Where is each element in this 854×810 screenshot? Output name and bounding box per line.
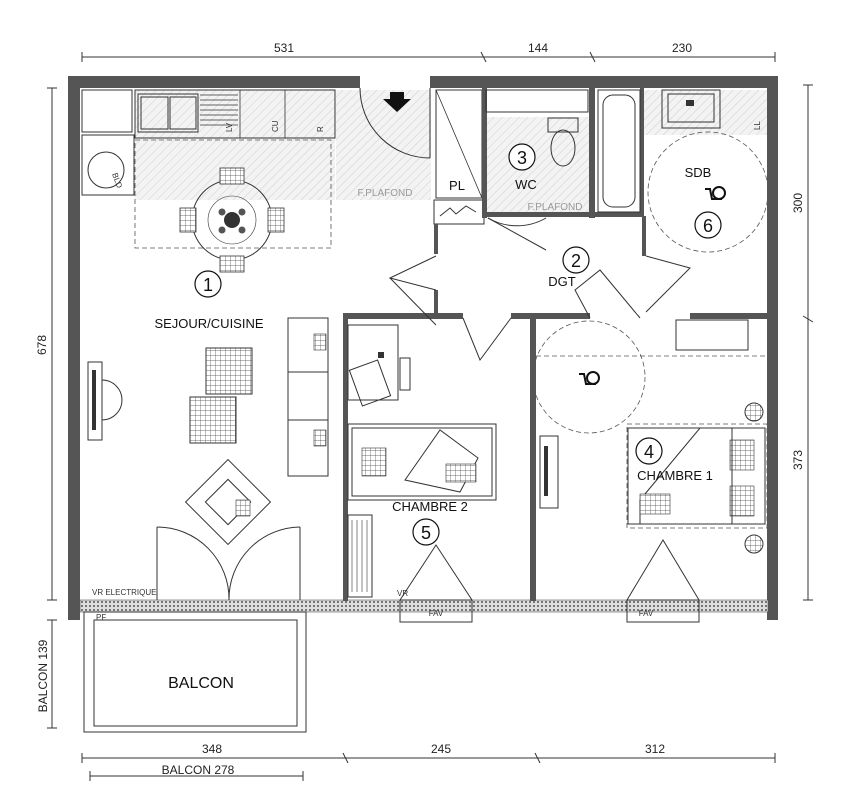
dimension-bottom: 348 245 312 BALCON 278 <box>81 742 776 781</box>
chambre1-furniture <box>532 319 768 554</box>
sejour-furniture <box>87 317 329 546</box>
kitchen-cu-label: CU <box>271 120 280 132</box>
dim-left-total: 678 <box>35 335 49 355</box>
dim-bottom-1: 348 <box>202 742 222 756</box>
dim-balcony-width: BALCON 278 <box>162 763 235 777</box>
entrance-arrow-icon <box>383 92 411 112</box>
vr-label-chambre2: VR <box>397 589 408 598</box>
dim-right-upper: 300 <box>791 193 805 213</box>
wc-name: WC <box>515 177 537 192</box>
kitchen-r-label: R <box>316 126 325 132</box>
fav-label-chambre1: FAV <box>639 609 654 618</box>
dgt-number: 2 <box>571 251 581 271</box>
doors <box>156 87 700 601</box>
sejour-name: SEJOUR/CUISINE <box>154 316 263 331</box>
accessibility-icon <box>579 371 600 385</box>
dim-top-2: 144 <box>528 41 548 55</box>
pl-label: PL <box>449 178 465 193</box>
chambre2-furniture <box>347 324 497 598</box>
vr-electrique-label: VR ELECTRIQUE <box>92 588 156 597</box>
dim-left-balcony: BALCON 139 <box>36 639 50 712</box>
south-wall <box>79 599 769 613</box>
entrance-fplafond: F.PLAFOND <box>357 188 412 199</box>
sdb-ll-label: LL <box>753 121 762 130</box>
balcony: BALCON PF VR ELECTRIQUE FAV FAV VR <box>83 588 700 733</box>
dim-bottom-3: 312 <box>645 742 665 756</box>
wc-number: 3 <box>517 148 527 168</box>
wc-fplafond: F.PLAFOND <box>527 202 582 213</box>
chambre2-number: 5 <box>421 523 431 543</box>
sdb-fixtures: LL <box>597 89 769 253</box>
sdb-accessibility-icon <box>705 186 726 200</box>
dim-right-lower: 373 <box>791 450 805 470</box>
dim-top-1: 531 <box>274 41 294 55</box>
pf-label: PF <box>96 613 106 622</box>
kitchen: LV CU R BLD <box>81 89 336 273</box>
dimension-right: 300 373 <box>791 84 814 601</box>
chambre2-name: CHAMBRE 2 <box>392 499 468 514</box>
kitchen-lv-label: LV <box>225 122 234 132</box>
room-labels: 1 SEJOUR/CUISINE 2 DGT 3 WC F.PLAFOND PL… <box>154 143 722 546</box>
balcony-label: BALCON <box>168 675 234 692</box>
sdb-number: 6 <box>703 216 713 236</box>
outer-walls <box>68 76 778 620</box>
dimension-left: 678 BALCON 139 <box>35 87 57 729</box>
sejour-number: 1 <box>203 275 213 295</box>
interior-walls <box>343 88 770 601</box>
dimension-top: 531 144 230 <box>81 41 776 63</box>
dim-bottom-2: 245 <box>431 742 451 756</box>
sdb-name: SDB <box>685 165 712 180</box>
wc-fixtures <box>485 89 589 167</box>
dgt-name: DGT <box>548 274 576 289</box>
chambre1-number: 4 <box>644 442 654 462</box>
chambre1-name: CHAMBRE 1 <box>637 468 713 483</box>
dim-top-3: 230 <box>672 41 692 55</box>
fav-label-chambre2: FAV <box>429 609 444 618</box>
